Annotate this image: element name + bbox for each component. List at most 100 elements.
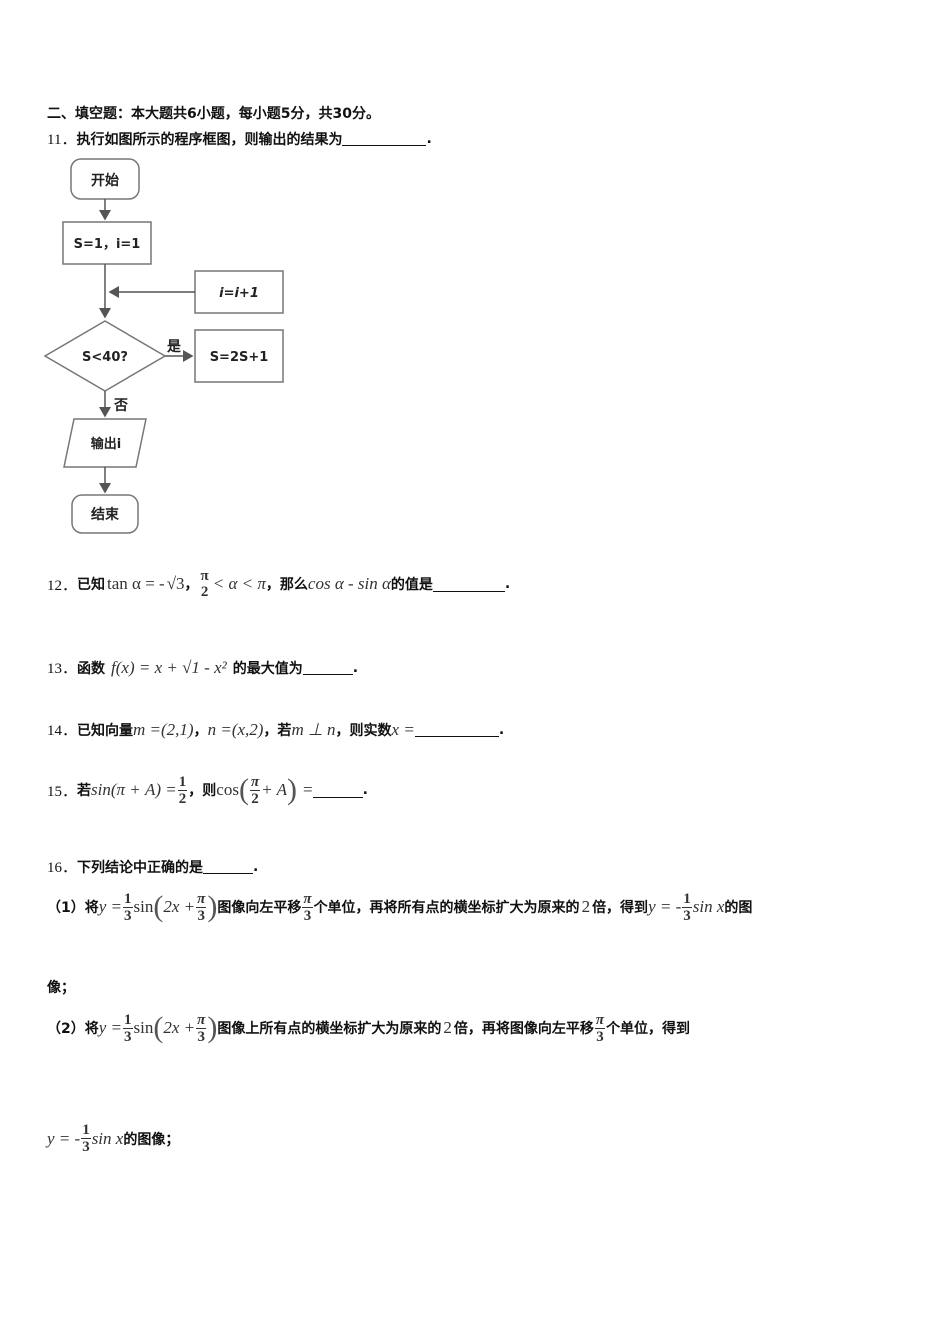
answer-blank[interactable]	[203, 859, 254, 874]
answer-blank[interactable]	[414, 722, 499, 737]
fraction: π 3	[196, 890, 207, 924]
flowchart-start-label: 开始	[91, 172, 119, 189]
question-text: 执行如图所示的程序框图，则输出的结果为	[76, 131, 343, 148]
fraction-denominator: 2	[251, 790, 259, 807]
statement-text: 倍，得到	[592, 900, 649, 916]
question-text: ，则实数	[335, 722, 392, 739]
separator: ，	[193, 722, 208, 739]
fraction-numerator: 1	[82, 1122, 90, 1138]
statement-2: （2）将 y = 1 3 sin ( 2x + π 3 ) 图像上所有点的横坐标…	[47, 1011, 691, 1045]
math-expression: y = -	[648, 897, 682, 916]
question-text: 函数	[77, 660, 106, 677]
math-expression: m =(2,1)	[133, 719, 194, 739]
math-expression: x =	[391, 719, 415, 739]
answer-blank[interactable]	[312, 783, 363, 798]
flowchart-output-node	[63, 418, 147, 468]
section-header-text: 二、填空题：本大题共6小题，每小题5分，共30分。	[47, 106, 380, 122]
fraction: 1 3	[81, 1122, 91, 1155]
question-end: .	[253, 858, 259, 875]
math-expression: =	[302, 780, 313, 799]
question-13: 13． 函数 f(x) = x + √1 - x² 的最大值为 .	[47, 657, 358, 678]
section-header: 二、填空题：本大题共6小题，每小题5分，共30分。	[47, 103, 380, 123]
question-text: 的最大值为	[232, 660, 303, 677]
statement-1: （1）将 y = 1 3 sin ( 2x + π 3 ) 图像向左平移 π 3…	[47, 890, 753, 924]
math-expression: y =	[98, 1018, 123, 1037]
statement-label: （1）将	[47, 900, 99, 916]
answer-blank[interactable]	[302, 660, 353, 675]
question-end: .	[352, 659, 359, 676]
fraction-denominator: 2	[178, 790, 187, 807]
fraction-denominator: 3	[596, 1028, 604, 1045]
question-end: .	[504, 576, 511, 592]
question-number: 11．	[47, 132, 77, 148]
fraction-denominator: 3	[124, 1028, 132, 1045]
fraction-denominator: 2	[200, 584, 209, 600]
fraction: π 2	[200, 568, 210, 600]
answer-blank[interactable]	[432, 577, 505, 592]
question-text: 的值是	[390, 577, 433, 593]
fraction-denominator: 3	[303, 907, 312, 924]
question-number: 14．	[47, 723, 78, 739]
math-expression: n =(x,2)	[207, 719, 264, 739]
fraction: 1 2	[177, 774, 188, 807]
question-number: 16．	[47, 860, 78, 876]
fraction-denominator: 3	[197, 907, 206, 924]
statement-text: 像；	[47, 980, 75, 996]
math-expression: 2x +	[163, 1018, 196, 1037]
question-11: 11． 执行如图所示的程序框图，则输出的结果为 .	[47, 128, 432, 149]
statement-label: （2）将	[47, 1021, 99, 1037]
statement-text: 的图像；	[123, 1131, 180, 1148]
fraction: π 2	[249, 773, 261, 807]
flowchart-increment-label: i=i+1	[219, 286, 259, 301]
question-text: 若	[77, 783, 92, 799]
flowchart-end-node	[71, 494, 139, 534]
math-expression: y = -	[47, 1128, 81, 1148]
fraction-numerator: 1	[683, 890, 691, 907]
question-number: 12．	[47, 577, 78, 594]
math-expression: √3	[166, 574, 185, 593]
statement-text: 倍，再将图像向左平移	[453, 1021, 594, 1037]
fraction: π 3	[594, 1012, 606, 1045]
answer-blank[interactable]	[342, 131, 427, 146]
separator: ，	[184, 577, 199, 593]
math-expression: sin	[133, 897, 154, 916]
flowchart-no-label: 否	[113, 398, 128, 414]
math-expression: y =	[98, 897, 123, 916]
math-expression: sin(π + A) =	[91, 780, 177, 799]
math-expression: tan α = -	[107, 574, 165, 593]
fraction-numerator: π	[197, 890, 206, 907]
question-14: 14． 已知向量 m =(2,1) ， n =(x,2) ，若 m ⊥ n ，则…	[47, 719, 504, 740]
question-number: 15．	[47, 783, 78, 800]
flowchart-init-label: S=1，i=1	[74, 237, 141, 252]
question-number: 13．	[47, 661, 78, 677]
math-expression: m ⊥ n	[291, 719, 336, 739]
fraction: π 3	[302, 891, 313, 924]
fraction-denominator: 3	[124, 907, 132, 924]
fraction-numerator: π	[197, 1011, 206, 1028]
fraction: 1 3	[682, 891, 692, 924]
flowchart-output-label: 输出i	[91, 436, 121, 452]
question-text: 已知	[77, 577, 106, 593]
question-end: .	[426, 130, 432, 147]
flowchart-assign-node	[194, 329, 284, 383]
statement-2-continued: y = - 1 3 sin x 的图像；	[47, 1122, 179, 1155]
statement-text: 的图	[724, 900, 753, 916]
math-expression: 2	[443, 1018, 452, 1037]
statement-text: 图像向左平移	[217, 900, 302, 916]
fraction: 1 3	[123, 1012, 133, 1045]
question-text: ，若	[263, 722, 292, 739]
math-expression: f(x) = x + √1 - x²	[111, 657, 227, 677]
fraction-denominator: 3	[683, 907, 691, 924]
fraction: 1 3	[123, 891, 133, 924]
fraction-numerator: π	[250, 773, 260, 790]
question-end: .	[498, 721, 505, 738]
statement-text: 个单位，再将所有点的横坐标扩大为原来的	[313, 900, 580, 916]
math-expression: cos α - sin α	[307, 574, 391, 593]
math-expression: sin x	[91, 1128, 124, 1148]
fraction-numerator: 1	[124, 890, 132, 907]
question-text: 下列结论中正确的是	[77, 859, 204, 876]
math-expression: + A	[261, 780, 287, 799]
question-15: 15． 若 sin(π + A) = 1 2 ，则 cos ( π 2 + A …	[47, 773, 368, 807]
math-expression: sin x	[692, 897, 725, 916]
flowchart-assign-label: S=2S+1	[210, 350, 269, 365]
